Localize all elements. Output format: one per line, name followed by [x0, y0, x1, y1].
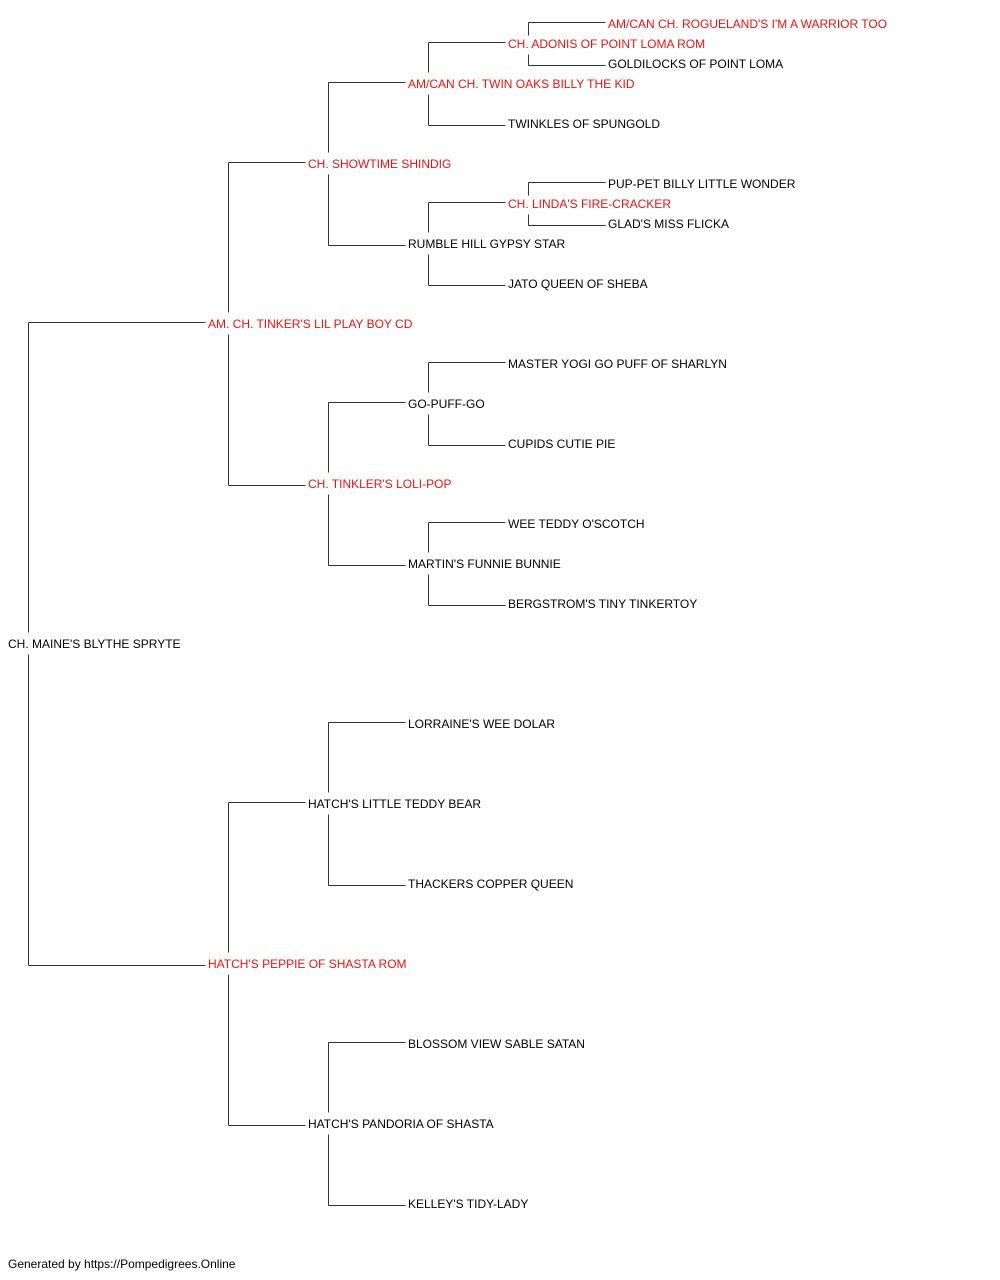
dog-name-ss-sire[interactable]: AM/CAN CH. TWIN OAKS BILLY THE KID [408, 77, 635, 91]
dog-name-sd-sire[interactable]: GO-PUFF-GO [408, 397, 485, 411]
dog-name-dd-sire[interactable]: BLOSSOM VIEW SABLE SATAN [408, 1037, 585, 1051]
dog-name-ds-dam[interactable]: THACKERS COPPER QUEEN [408, 877, 574, 891]
dog-name-ssds-dam[interactable]: GLAD'S MISS FLICKA [608, 217, 729, 231]
dog-name-dam-dam[interactable]: HATCH'S PANDORIA OF SHASTA [308, 1117, 494, 1131]
dog-name-sdd-dam[interactable]: BERGSTROM'S TINY TINKERTOY [508, 597, 698, 611]
dog-name-sire-sire[interactable]: CH. SHOWTIME SHINDIG [308, 157, 452, 171]
dog-name-ssss-dam[interactable]: GOLDILOCKS OF POINT LOMA [608, 57, 784, 71]
dog-name-ssds-sire[interactable]: PUP-PET BILLY LITTLE WONDER [608, 177, 796, 191]
dog-name-ssd-sire[interactable]: CH. LINDA'S FIRE-CRACKER [508, 197, 671, 211]
footer-credit: Generated by https://Pompedigrees.Online [8, 1257, 236, 1271]
dog-name-sds-sire[interactable]: MASTER YOGI GO PUFF OF SHARLYN [508, 357, 727, 371]
dog-name-sire-dam[interactable]: CH. TINKLER'S LOLI-POP [308, 477, 452, 491]
dog-name-ds-sire[interactable]: LORRAINE'S WEE DOLAR [408, 717, 555, 731]
dog-name-ss-dam[interactable]: RUMBLE HILL GYPSY STAR [408, 237, 566, 251]
dog-name-sds-dam[interactable]: CUPIDS CUTIE PIE [508, 437, 616, 451]
dog-name-dd-dam[interactable]: KELLEY'S TIDY-LADY [408, 1197, 529, 1211]
dog-name-dam[interactable]: HATCH'S PEPPIE OF SHASTA ROM [208, 957, 407, 971]
dog-name-sss-sire[interactable]: CH. ADONIS OF POINT LOMA ROM [508, 37, 706, 51]
dog-name-ssss-sire[interactable]: AM/CAN CH. ROGUELAND'S I'M A WARRIOR TOO [608, 17, 888, 31]
dog-name-root[interactable]: CH. MAINE'S BLYTHE SPRYTE [8, 637, 181, 651]
dog-name-ssd-dam[interactable]: JATO QUEEN OF SHEBA [508, 277, 648, 291]
dog-name-dam-sire[interactable]: HATCH'S LITTLE TEDDY BEAR [308, 797, 481, 811]
dog-name-sss-dam[interactable]: TWINKLES OF SPUNGOLD [508, 117, 661, 131]
dog-name-sdd-sire[interactable]: WEE TEDDY O'SCOTCH [508, 517, 645, 531]
dog-name-sd-dam[interactable]: MARTIN'S FUNNIE BUNNIE [408, 557, 561, 571]
dog-name-sire[interactable]: AM. CH. TINKER'S LIL PLAY BOY CD [208, 317, 413, 331]
